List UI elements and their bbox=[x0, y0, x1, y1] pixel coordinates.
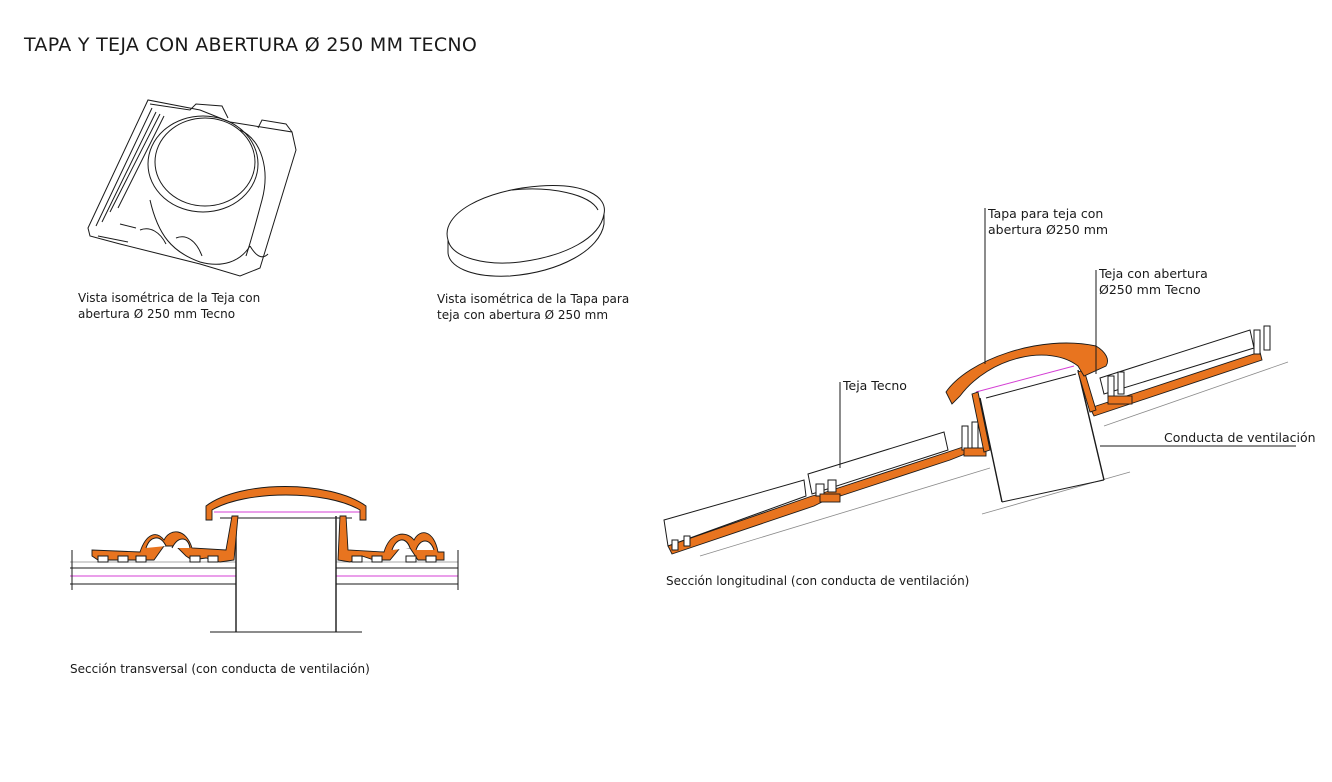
caption-iso-tapa-line1: Vista isométrica de la Tapa para bbox=[437, 292, 630, 306]
label-tapa-line1: Tapa para teja con bbox=[988, 206, 1104, 221]
label-teja-abertura: Teja con abertura Ø250 mm Tecno bbox=[1099, 266, 1208, 298]
label-conducta: Conducta de ventilación bbox=[1164, 430, 1316, 445]
iso-teja-drawing bbox=[87, 99, 297, 277]
caption-iso-tapa-line2: teja con abertura Ø 250 mm bbox=[437, 308, 609, 322]
label-teja-abertura-line2: Ø250 mm Tecno bbox=[1099, 282, 1201, 297]
caption-transversal: Sección transversal (con conducta de ven… bbox=[70, 662, 370, 676]
caption-iso-tapa: Vista isométrica de la Tapa para teja co… bbox=[437, 291, 629, 323]
label-teja-abertura-line1: Teja con abertura bbox=[1099, 266, 1208, 281]
caption-iso-teja-line2: abertura Ø 250 mm Tecno bbox=[78, 307, 236, 321]
caption-longitudinal: Sección longitudinal (con conducta de ve… bbox=[666, 574, 970, 588]
caption-iso-teja: Vista isométrica de la Teja con abertura… bbox=[78, 290, 260, 322]
transversal-section bbox=[70, 486, 459, 633]
label-teja-tecno: Teja Tecno bbox=[843, 378, 907, 393]
label-tapa-line2: abertura Ø250 mm bbox=[988, 222, 1109, 237]
label-tapa: Tapa para teja con abertura Ø250 mm bbox=[988, 206, 1108, 238]
page-title: TAPA Y TEJA CON ABERTURA Ø 250 MM TECNO bbox=[24, 34, 478, 56]
iso-tapa-drawing bbox=[446, 185, 605, 277]
callout-leaders bbox=[839, 208, 1296, 468]
longitudinal-section bbox=[663, 325, 1289, 557]
caption-iso-teja-line1: Vista isométrica de la Teja con bbox=[78, 291, 261, 305]
